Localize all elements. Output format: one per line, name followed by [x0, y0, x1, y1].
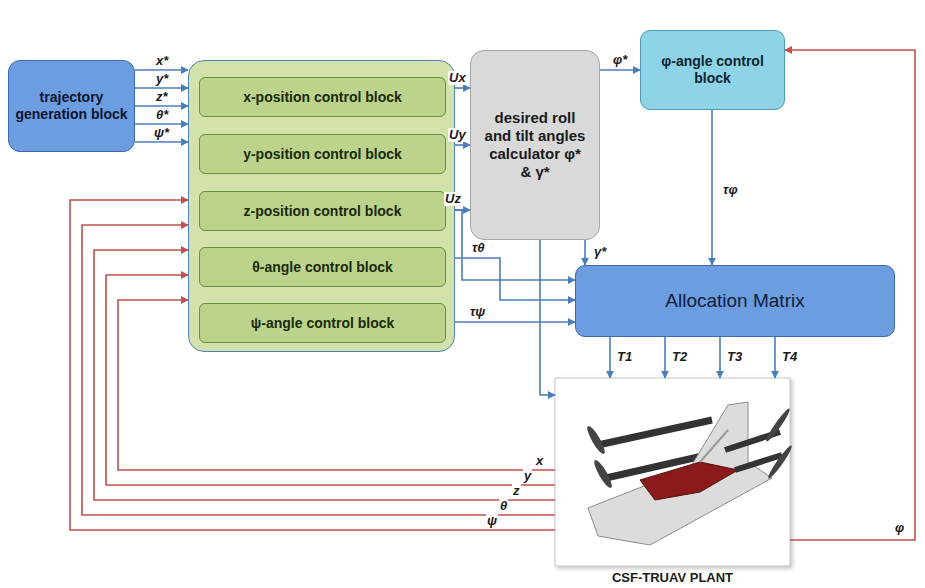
aircraft-drawing — [585, 402, 794, 545]
signal-label: Uy — [448, 128, 467, 142]
signal-arrow — [135, 69, 188, 71]
controller-group: x-position control block y-position contr… — [188, 60, 455, 352]
control-block: φ-angle control block — [640, 30, 785, 110]
control-block: z-position control block — [199, 191, 446, 231]
signal-arrow — [135, 123, 188, 125]
signal-label: γ* — [593, 245, 607, 259]
signal-label: τψ — [469, 305, 486, 319]
node-text: x-position control block — [243, 89, 402, 106]
signal-arrow — [446, 258, 575, 300]
signal-label: θ* — [155, 108, 169, 122]
signal-label: φ* — [612, 53, 628, 67]
signal-arrow — [600, 69, 640, 71]
signal-arrow — [446, 321, 575, 323]
signal-label: y — [523, 469, 532, 483]
plant-block: CSF-TRUAV PLANT — [555, 378, 790, 586]
signal-label: τθ — [471, 241, 486, 255]
signal-arrow — [664, 337, 666, 378]
feedback-line — [118, 300, 555, 470]
node-text: ψ-angle control block — [251, 315, 395, 332]
signal-arrow — [774, 337, 776, 378]
feedback-line — [82, 225, 555, 515]
node-text: z-position control block — [244, 203, 402, 220]
signal-label: z* — [155, 90, 169, 104]
signal-label: T4 — [781, 350, 798, 364]
signal-label: Ux — [448, 71, 467, 85]
signal-label: T3 — [726, 350, 743, 364]
signal-arrow — [135, 105, 188, 107]
feedback-line — [106, 275, 555, 485]
node-text: trajectory generation block — [15, 89, 128, 123]
node-text: θ-angle control block — [252, 259, 393, 276]
signal-label: τφ — [722, 183, 739, 197]
signal-label: θ — [499, 499, 508, 513]
signal-label: T2 — [671, 350, 688, 364]
signal-arrow — [719, 337, 721, 378]
calculator-block: desired roll and tilt angles calculator … — [470, 50, 600, 240]
signal-label: x* — [155, 54, 169, 68]
node-text: desired roll and tilt angles calculator … — [483, 109, 587, 181]
node-text: Allocation Matrix — [665, 290, 804, 313]
control-block: ψ-angle control block — [199, 303, 446, 343]
control-block: θ-angle control block — [199, 247, 446, 287]
signal-label: y* — [155, 72, 169, 86]
signal-arrow — [540, 240, 555, 395]
plant-frame — [555, 378, 790, 566]
allocation-block: Allocation Matrix — [575, 265, 895, 337]
signal-label: ψ* — [153, 126, 170, 140]
control-block: x-position control block — [199, 77, 446, 117]
signal-arrow — [135, 87, 188, 89]
signal-label: x — [535, 454, 544, 468]
control-block: y-position control block — [199, 134, 446, 174]
signal-arrow — [584, 240, 586, 265]
node-text: φ-angle control block — [651, 53, 774, 87]
signal-arrow — [135, 141, 188, 143]
signal-label: ψ — [486, 514, 498, 528]
node-text: y-position control block — [243, 146, 402, 163]
signal-arrow — [609, 337, 611, 378]
signal-arrow — [711, 110, 713, 265]
feedback-line — [70, 200, 555, 530]
node-text: CSF-TRUAV PLANT — [612, 570, 733, 586]
signal-label: Uz — [444, 192, 462, 206]
signal-label: z — [512, 484, 521, 498]
signal-label: T1 — [616, 350, 633, 364]
trajectory-block: trajectory generation block — [8, 60, 135, 152]
signal-label: φ — [894, 521, 905, 535]
